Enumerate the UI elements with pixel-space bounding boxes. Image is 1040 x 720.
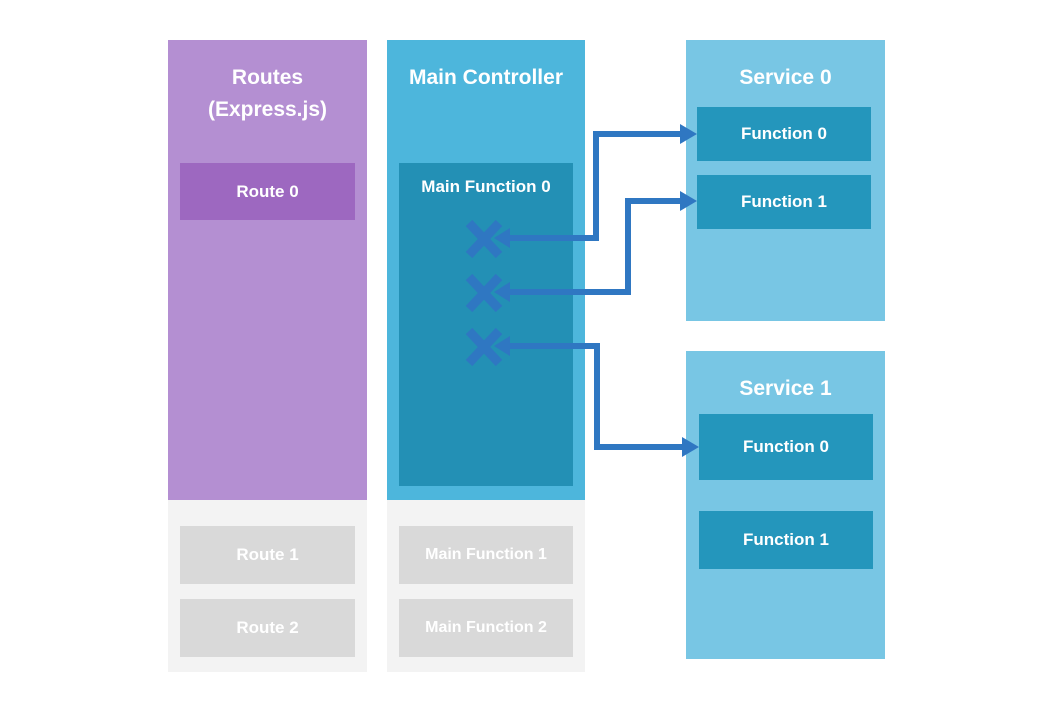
service-0-function-0-box[interactable]: Function 0 (697, 107, 871, 161)
controller-title: Main Controller (408, 66, 563, 89)
service-0-function-1-box[interactable]: Function 1 (697, 175, 871, 229)
service-1-function-1-box[interactable]: Function 1 (699, 511, 873, 569)
service-1-function-0-label: Function 0 (743, 437, 829, 456)
service-0-function-1-label: Function 1 (741, 192, 827, 211)
routes-panel: Routes (Express.js) (168, 40, 367, 500)
main-function-0-box[interactable]: Main Function 0 (399, 163, 573, 486)
service-1-panel: Service 1 (686, 351, 885, 659)
route-2-label: Route 2 (236, 618, 299, 637)
service-0-title: Service 0 (739, 66, 832, 89)
main-function-0-label: Main Function 0 (421, 177, 551, 196)
service-0-function-0-label: Function 0 (741, 124, 827, 143)
main-function-2-label: Main Function 2 (425, 619, 547, 636)
main-function-1-box[interactable]: Main Function 1 (399, 526, 573, 584)
route-0-box[interactable]: Route 0 (180, 163, 355, 220)
route-1-box[interactable]: Route 1 (180, 526, 355, 584)
route-0-label: Route 0 (236, 181, 299, 201)
routes-title: Routes (Express.js) (168, 62, 367, 126)
routes-title-line1: Routes (231, 66, 304, 89)
route-1-label: Route 1 (236, 545, 299, 564)
main-function-1-label: Main Function 1 (425, 546, 547, 563)
service-1-title: Service 1 (739, 377, 832, 400)
route-2-box[interactable]: Route 2 (180, 599, 355, 657)
main-function-2-box[interactable]: Main Function 2 (399, 599, 573, 657)
service-1-function-0-box[interactable]: Function 0 (699, 414, 873, 480)
routes-title-line2: (Express.js) (207, 98, 328, 121)
service-1-function-1-label: Function 1 (743, 530, 829, 549)
